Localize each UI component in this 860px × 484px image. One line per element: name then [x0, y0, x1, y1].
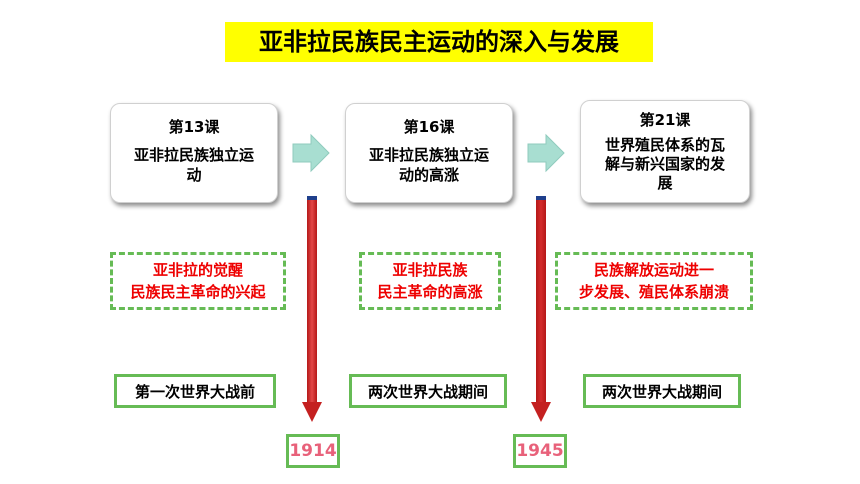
period-label: 两次世界大战期间: [349, 374, 507, 408]
period-label: 第一次世界大战前: [114, 374, 276, 408]
lesson-card-16: 第16课 亚非拉民族独立运 动的高涨: [345, 103, 513, 203]
theme-box: 亚非拉民族 民主革命的高涨: [359, 252, 501, 310]
lesson-body: 亚非拉民族独立运 动的高涨: [368, 146, 489, 184]
theme-box: 亚非拉的觉醒 民族民主革命的兴起: [110, 252, 286, 310]
lesson-card-21: 第21课 世界殖民体系的瓦 解与新兴国家的发 展: [580, 100, 750, 203]
arrow-right-icon: [527, 133, 565, 173]
lesson-body: 世界殖民体系的瓦 解与新兴国家的发 展: [604, 136, 725, 192]
timeline-arrow-icon: [531, 196, 551, 422]
year-label: 1945: [513, 434, 567, 468]
page-title: 亚非拉民族民主运动的深入与发展: [225, 22, 653, 62]
year-label: 1914: [286, 434, 340, 468]
lesson-heading: 第16课: [403, 118, 455, 136]
lesson-body: 亚非拉民族独立运 动: [133, 146, 254, 184]
lesson-heading: 第21课: [639, 111, 691, 129]
lesson-card-13: 第13课 亚非拉民族独立运 动: [110, 103, 278, 203]
timeline-arrow-icon: [302, 196, 322, 422]
lesson-heading: 第13课: [168, 118, 220, 136]
period-label: 两次世界大战期间: [583, 374, 741, 408]
arrow-right-icon: [292, 133, 330, 173]
theme-box: 民族解放运动进一 步发展、殖民体系崩溃: [555, 252, 753, 310]
